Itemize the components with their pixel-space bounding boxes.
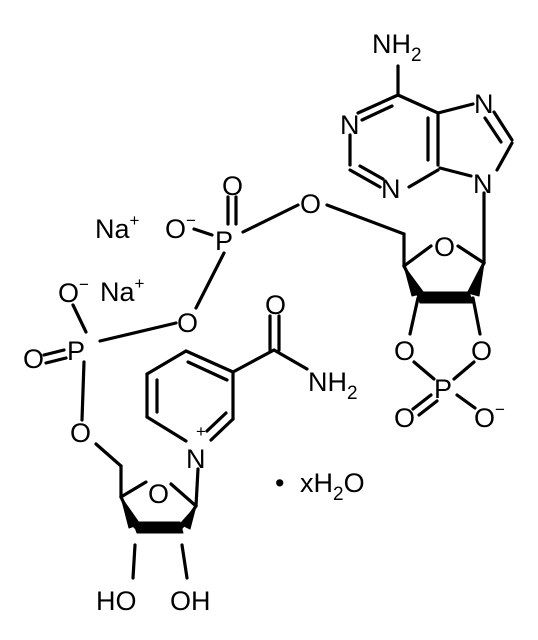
pyridinium-nitrogen-label: N	[186, 444, 206, 474]
hydrate-label: • xH2O	[275, 468, 365, 505]
hydrate-formula: xH2O	[300, 468, 365, 505]
n9-label: N	[473, 169, 493, 199]
o3-prime-label: O	[394, 336, 415, 366]
lower-phosphate-anion-oxygen: O−	[58, 275, 89, 308]
hydrate-dot: •	[275, 468, 284, 498]
lower-phosphorus-label: P	[67, 336, 85, 366]
atom-labels: NH2 N N N N O O O P O O− O P O O− O P O …	[23, 29, 505, 616]
upper-phosphate-double-oxygen: O	[222, 171, 243, 201]
bridging-oxygen-label: O	[177, 308, 198, 338]
upper-phosphorus-label: P	[215, 226, 233, 256]
upper-phosphate-anion-oxygen: O−	[165, 211, 196, 244]
sodium-ion-2: Na+	[100, 274, 145, 307]
hydroxyl-left-label: HO	[96, 586, 137, 616]
ribose-oxygen-nicotinamide: O	[148, 479, 169, 509]
cyclic-phosphate-anion-oxygen: O−	[474, 400, 505, 433]
n3-label: N	[381, 174, 401, 204]
amide-oxygen-label: O	[265, 290, 286, 320]
bonds	[42, 64, 514, 580]
amine-label-top: NH2	[372, 29, 422, 66]
lower-phosphate-double-oxygen: O	[23, 344, 44, 374]
counterions: Na+ Na+	[95, 211, 145, 307]
wedge-bonds	[120, 262, 485, 534]
o5-prime-nicotinamide-label: O	[70, 418, 91, 448]
n1-label: N	[340, 110, 360, 140]
amide-amine-label: NH2	[308, 367, 358, 404]
hydroxyl-right-label: OH	[170, 586, 211, 616]
o5-prime-link-label: O	[300, 189, 321, 219]
o2-prime-label: O	[471, 336, 492, 366]
pyridinium-plus-charge: +	[196, 422, 206, 441]
cyclic-phosphorus-label: P	[434, 374, 452, 404]
n7-label: N	[474, 89, 494, 119]
cyclic-phosphate-double-oxygen: O	[394, 403, 415, 433]
sodium-ion-1: Na+	[95, 211, 140, 244]
ribose-oxygen-adenosine: O	[434, 232, 455, 262]
